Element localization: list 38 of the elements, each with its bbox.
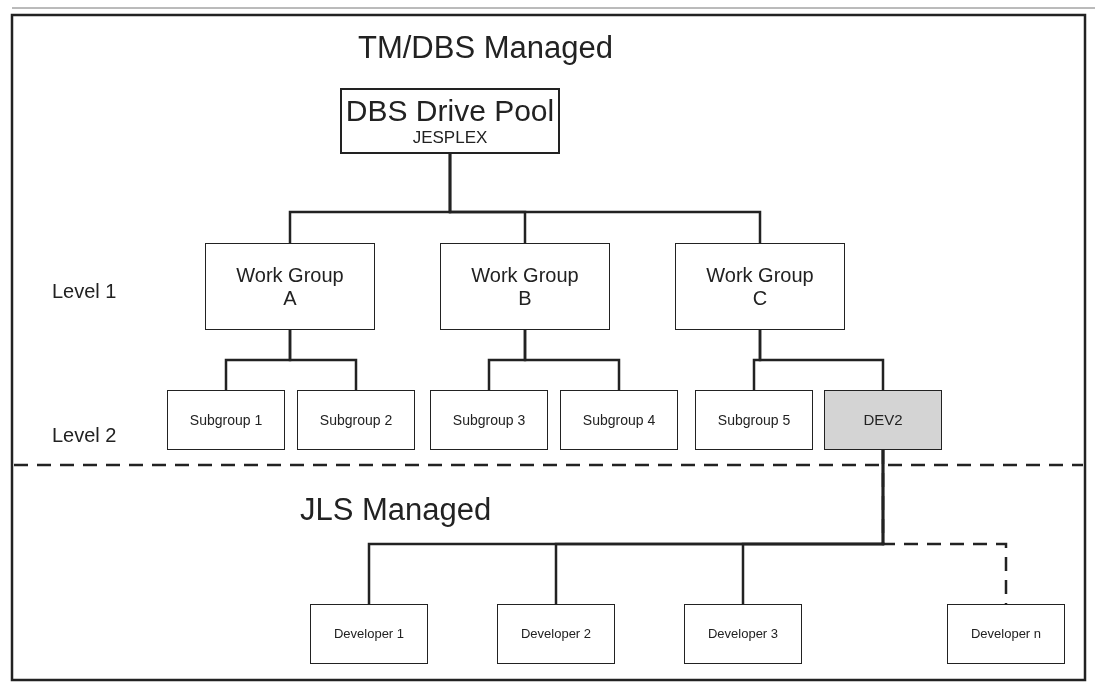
work-group-box bbox=[440, 243, 610, 330]
region-heading: JLS Managed bbox=[300, 492, 492, 528]
node-title: Work Group B bbox=[470, 263, 580, 310]
level-label: Level 1 bbox=[52, 280, 117, 303]
node-title: Work Group C bbox=[705, 263, 815, 310]
node-title: Subgroup 1 bbox=[189, 411, 263, 429]
developer-box bbox=[497, 604, 615, 664]
work-group-box bbox=[205, 243, 375, 330]
connector-line bbox=[758, 330, 885, 390]
connector-line bbox=[741, 450, 885, 604]
subgroup-box bbox=[297, 390, 415, 450]
subgroup-box bbox=[430, 390, 548, 450]
level-label: Level 2 bbox=[52, 424, 117, 447]
developer-box bbox=[684, 604, 802, 664]
region-heading: TM/DBS Managed bbox=[358, 30, 613, 66]
connector-line bbox=[288, 330, 358, 390]
work-group-box bbox=[675, 243, 845, 330]
node-title: Developer 2 bbox=[520, 626, 592, 642]
subgroup-box bbox=[167, 390, 285, 450]
node-title: Subgroup 4 bbox=[582, 411, 656, 429]
node-subtitle: JESPLEX bbox=[412, 128, 488, 148]
node-title: Developer n bbox=[970, 626, 1042, 642]
node-title: DEV2 bbox=[863, 411, 903, 429]
node-title: Subgroup 3 bbox=[452, 411, 526, 429]
group-box bbox=[824, 390, 942, 450]
connector-line bbox=[448, 154, 762, 243]
node-title: Developer 1 bbox=[333, 626, 405, 642]
connector-line bbox=[523, 330, 621, 390]
subgroup-box bbox=[695, 390, 813, 450]
developer-box bbox=[310, 604, 428, 664]
subgroup-box bbox=[560, 390, 678, 450]
pool-box bbox=[340, 88, 560, 154]
developer-box bbox=[947, 604, 1065, 664]
node-title: Work Group A bbox=[235, 263, 345, 310]
node-title: Developer 3 bbox=[707, 626, 779, 642]
node-title: Subgroup 5 bbox=[717, 411, 791, 429]
node-title: Subgroup 2 bbox=[319, 411, 393, 429]
node-title: DBS Drive Pool bbox=[345, 93, 555, 129]
